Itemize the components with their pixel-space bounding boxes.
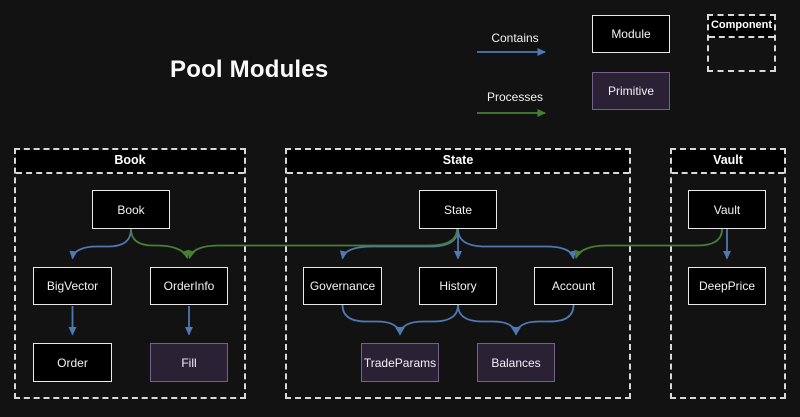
legend-component-sample: Component <box>707 14 776 72</box>
node-fill: Fill <box>150 343 228 382</box>
node-vault: Vault <box>688 190 766 229</box>
node-history: History <box>419 267 497 305</box>
page-title: Pool Modules <box>170 56 329 83</box>
node-deepprice: DeepPrice <box>688 267 766 305</box>
legend-contains-label: Contains <box>491 31 539 45</box>
container-vault: Vault <box>670 148 786 399</box>
edge-history-balances <box>457 304 520 336</box>
container-state: State <box>285 148 631 399</box>
container-book: Book <box>14 148 246 399</box>
legend-processes-label: Processes <box>486 90 544 104</box>
edge-book-bigvector <box>69 228 132 260</box>
node-orderinfo: OrderInfo <box>150 267 228 305</box>
node-balances: Balances <box>477 343 555 382</box>
node-order: Order <box>33 343 112 382</box>
container-book-header: Book <box>16 150 244 174</box>
node-book: Book <box>92 190 170 229</box>
edge-book-orderinfo <box>130 228 190 259</box>
edge-state-account <box>457 228 577 260</box>
node-governance: Governance <box>303 267 382 305</box>
container-vault-header: Vault <box>672 150 784 174</box>
node-bigvector: BigVector <box>33 267 112 305</box>
edge-account-balances <box>512 304 575 336</box>
container-state-header: State <box>287 150 629 174</box>
edge-vault-account <box>574 228 723 259</box>
legend-module-sample: Module <box>592 15 670 53</box>
node-state: State <box>419 190 497 229</box>
edge-history-tradeparams <box>396 304 459 336</box>
node-account: Account <box>534 267 613 305</box>
node-tradeparams: TradeParams <box>361 343 439 382</box>
legend-component-label: Component <box>709 16 774 38</box>
edge-state-governance <box>339 228 459 260</box>
edge-state-orderinfo <box>187 228 458 259</box>
legend-primitive-sample: Primitive <box>592 72 670 110</box>
edge-governance-tradeparams <box>341 304 404 336</box>
